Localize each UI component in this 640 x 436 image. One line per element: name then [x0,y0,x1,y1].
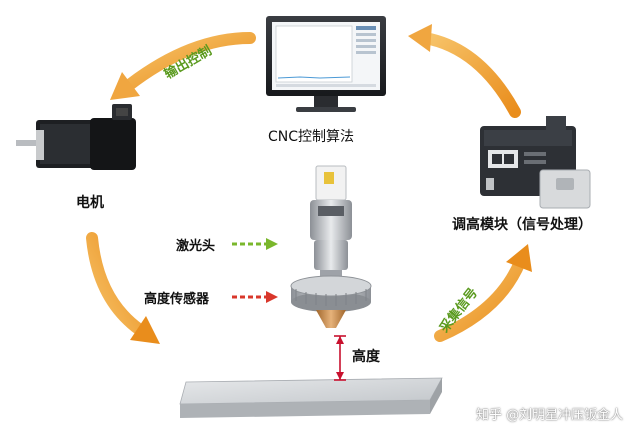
height-sensor-label: 高度传感器 [144,292,210,307]
laser-head [310,165,352,280]
height-module-label: 调高模块（信号处理） [452,217,592,233]
arrow-heightmodule-to-cnc [408,24,521,118]
height-sensor-pointer-arrow [232,291,278,303]
arrow-motor-to-plate [86,232,160,344]
workpiece-plate [179,377,443,418]
motor-label: 电机 [76,195,104,211]
height-control-module [480,116,591,209]
arrow-cnc-to-motor [110,32,256,100]
laser-head-label: 激光头 [176,239,216,254]
cnc-label: CNC控制算法 [268,129,355,145]
watermark: 知乎 @刘明星冲压钣金人 [476,408,624,423]
height-label: 高度 [352,349,380,365]
laser-head-pointer-arrow [232,238,278,250]
servo-motor [16,104,136,170]
cnc-monitor [266,16,386,112]
arrow-plate-to-heightmodule [434,244,532,342]
height-sensor [290,275,372,328]
height-marker [334,335,346,381]
